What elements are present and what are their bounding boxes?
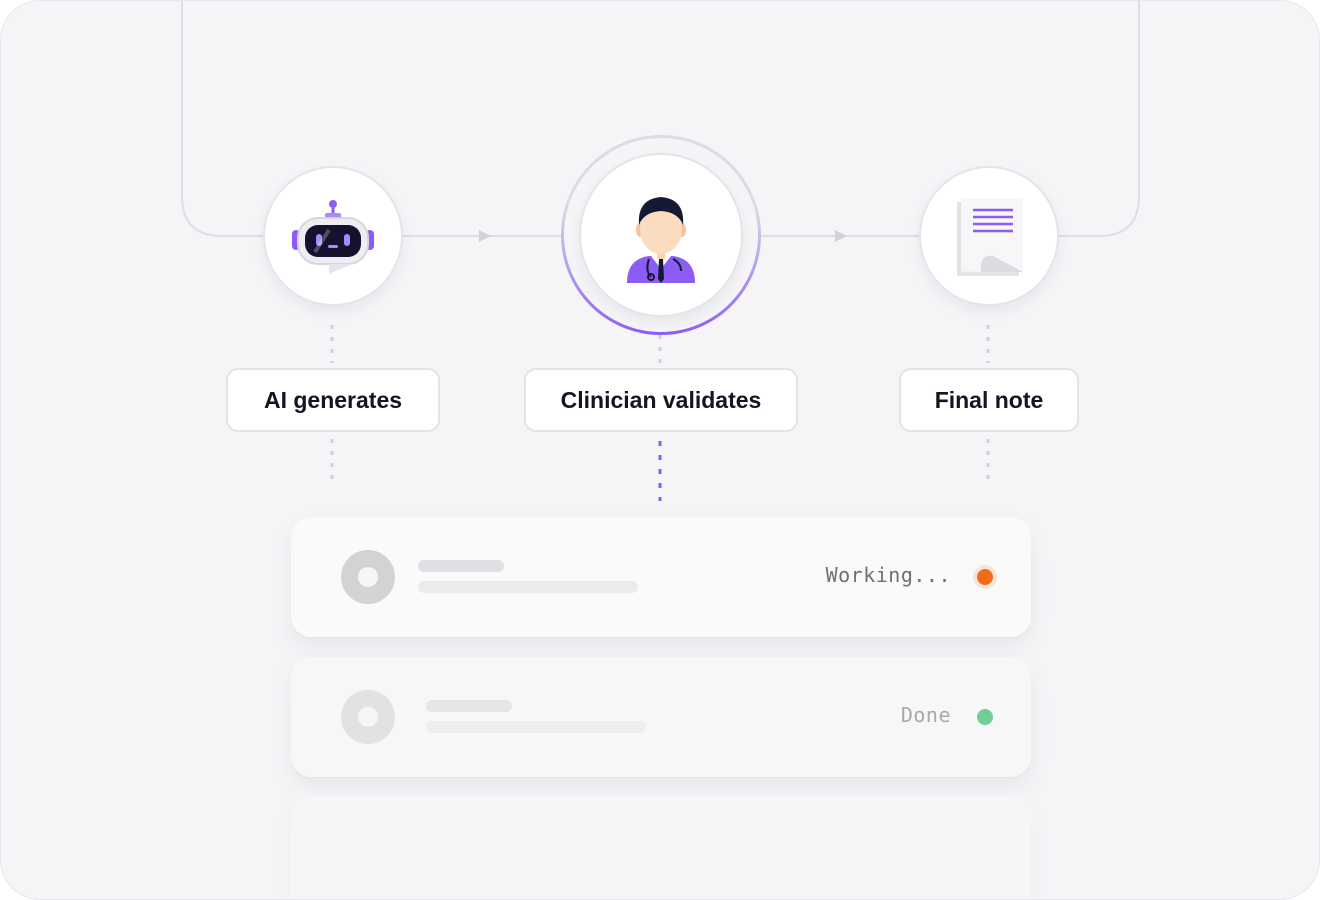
title-placeholder-bar (418, 560, 504, 572)
status-dot-done (977, 709, 993, 725)
final-note-step-node (919, 166, 1059, 306)
status-text: Working... (825, 563, 951, 587)
step-label-text: AI generates (263, 386, 403, 413)
task-card-empty (291, 796, 1031, 899)
task-card-working[interactable]: Working... (291, 517, 1031, 637)
step-label-text: Final note (934, 386, 1044, 413)
arrow-head-2 (835, 230, 847, 242)
arrow-head-1 (479, 230, 491, 242)
subtitle-placeholder-bar (418, 581, 638, 593)
ai-step-node (263, 166, 403, 306)
clinician-step-node (579, 153, 743, 317)
clinician-icon (627, 197, 695, 283)
task-card-done[interactable]: Done (291, 657, 1031, 777)
avatar-placeholder (341, 690, 395, 744)
avatar-placeholder (341, 550, 395, 604)
outer-loop-connector (181, 1, 1140, 237)
step-label-text: Clinician validates (560, 386, 762, 413)
step-label-ai-generates: AI generates (226, 368, 440, 432)
title-placeholder-bar (426, 700, 512, 712)
status-text: Done (900, 703, 951, 727)
subtitle-placeholder-bar (426, 721, 646, 733)
step-label-clinician-validates: Clinician validates (524, 368, 798, 432)
robot-icon (292, 200, 374, 274)
status-dot-working (977, 569, 993, 585)
document-icon (957, 198, 1023, 276)
step-label-final-note: Final note (899, 368, 1079, 432)
